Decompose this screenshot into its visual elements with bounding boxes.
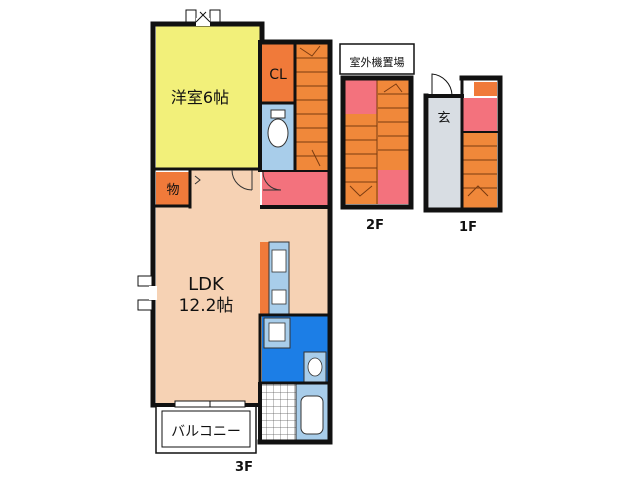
floor-1f: 玄 1F [423,73,503,235]
ldk-area-label: 12.2帖 [179,296,234,316]
outdoor-unit-label: 室外機置場 [350,55,405,69]
landing-3f [262,172,328,206]
western-room [156,26,260,168]
pink-area-2f-bottom [378,170,409,204]
kitchen-counter [260,242,269,314]
balcony-label: バルコニー [171,424,241,440]
ldk-label: LDK [188,274,225,295]
staircase-3f [296,44,328,170]
floor-1f-label: 1F [459,220,477,235]
storage-room [156,172,190,205]
balcony [155,404,257,454]
floor-2f: 室外機置場 2F [339,43,415,233]
closet-label: CL [269,67,287,83]
staircase-1f [463,133,497,208]
floor-2f-label: 2F [366,218,384,233]
bath-floor [262,384,296,440]
entrance-label: 玄 [437,111,450,126]
small-orange-1f [474,82,497,96]
closet [262,44,294,102]
pink-area-2f-top [345,80,377,114]
outdoor-unit-area [339,43,415,75]
storage-label: 物 [166,183,179,198]
western-room-label: 洋室6帖 [171,88,229,107]
pink-area-1f [463,98,497,132]
floor-3f: 洋室6帖 CL 物 LDK 12.2帖 バルコニー 3F [137,9,333,475]
floor-3f-label: 3F [235,460,253,475]
entrance [429,98,461,208]
